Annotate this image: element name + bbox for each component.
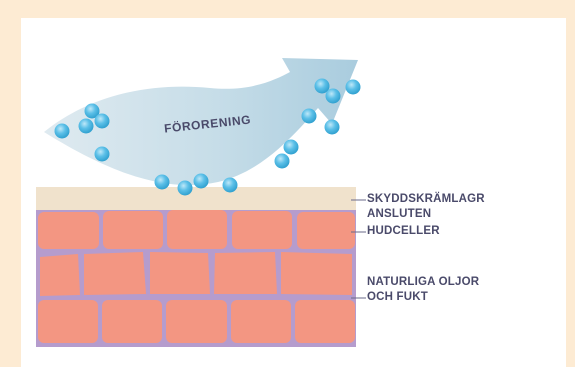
label-natural-oils-line-2: OCH FUKT (367, 290, 479, 305)
label-skin-cells: HUDCELLER (367, 224, 440, 239)
skin-cell (231, 300, 291, 343)
protective-cream-layer (36, 187, 356, 213)
skin-cell (102, 300, 162, 343)
label-protective-layer-line-1: SKYDDSKRÄMLAGR (367, 192, 485, 207)
pollution-particle-icon (95, 114, 110, 129)
skin-cell (281, 252, 352, 295)
pollution-particle-icon (325, 120, 340, 135)
pollution-particle-icon (223, 178, 238, 193)
pollution-particle-icon (275, 154, 290, 169)
label-protective-layer-line-2: ANSLUTEN (367, 207, 485, 222)
pollution-particle-icon (284, 140, 299, 155)
skin-cell (167, 210, 227, 249)
skin-cell (40, 254, 80, 296)
skin-cell (297, 212, 355, 249)
pollution-particle-icon (346, 80, 361, 95)
pollution-particle-icon (178, 181, 193, 196)
skin-cell (103, 211, 163, 249)
skin-cell (150, 252, 210, 294)
skin-cell (38, 300, 98, 343)
skin-cell (166, 300, 227, 343)
skin-cell-row-3 (38, 300, 355, 343)
skin-cell (38, 212, 99, 249)
pollution-particle-icon (79, 119, 94, 134)
skin-cell (232, 211, 292, 249)
skin-cell (84, 252, 146, 295)
pollution-particle-icon (55, 124, 70, 139)
pollution-particle-icon (155, 175, 170, 190)
label-natural-oils-line-1: NATURLIGA OLJOR (367, 275, 479, 290)
label-protective-layer: SKYDDSKRÄMLAGR ANSLUTEN (367, 192, 485, 222)
skin-cell-row-1 (38, 210, 355, 249)
pollution-particle-icon (326, 89, 341, 104)
skin-cell-row-2 (40, 252, 352, 296)
skin-cell (295, 300, 355, 343)
label-skin-cells-line-1: HUDCELLER (367, 224, 440, 239)
pollution-particle-icon (95, 147, 110, 162)
skin-cell (214, 252, 277, 294)
label-natural-oils: NATURLIGA OLJOR OCH FUKT (367, 275, 479, 305)
pollution-particle-icon (194, 174, 209, 189)
pollution-particle-icon (302, 109, 317, 124)
